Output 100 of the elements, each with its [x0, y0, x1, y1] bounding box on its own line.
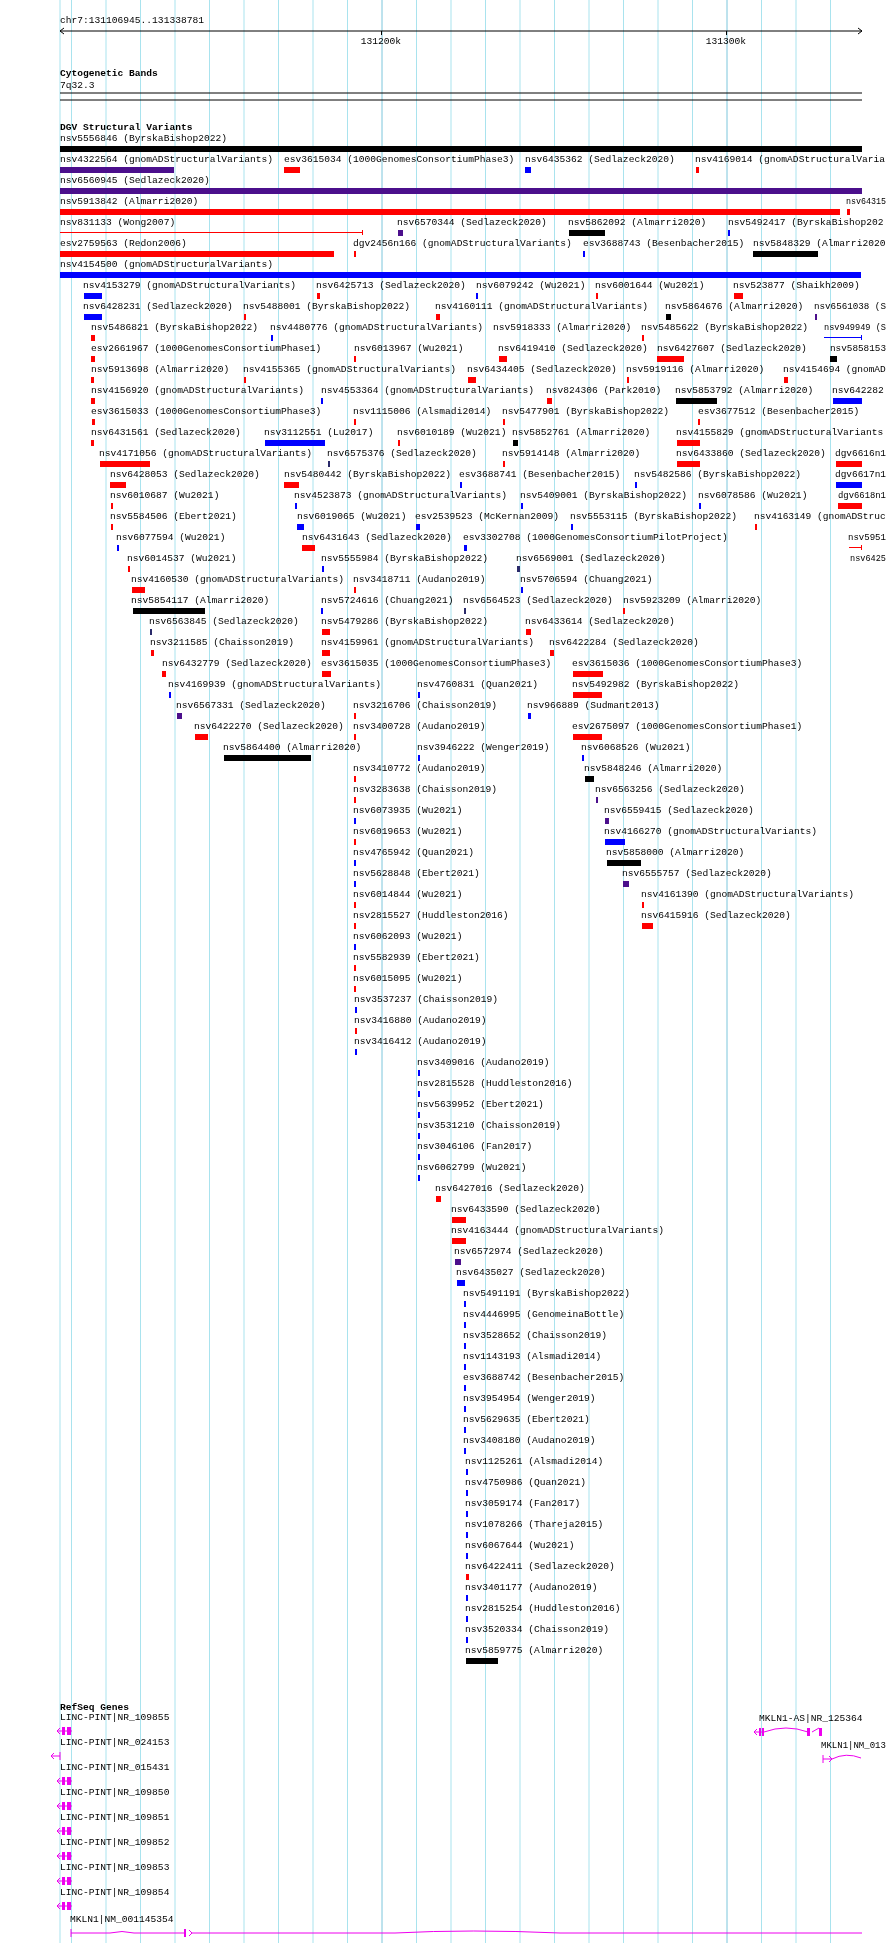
variant-label: nsv4154500 (gnomADStructuralVariants): [60, 259, 274, 271]
variant-label: nsv4553364 (gnomADStructuralVariants): [321, 385, 535, 397]
variant-label: nsv6569001 (Sedlazeck2020): [516, 553, 666, 565]
variant-label: nsv3537237 (Chaisson2019): [354, 994, 498, 1006]
variant-label: nsv6567331 (Sedlazeck2020): [176, 700, 326, 712]
variant-label: nsv2815254 (Huddleston2016): [465, 1603, 621, 1615]
variant-label: nsv5853792 (Almarri2020): [675, 385, 814, 397]
coordinate-label: 131300k: [705, 36, 747, 48]
variant-label: nsv5859775 (Almarri2020): [465, 1645, 604, 1657]
variant-label: dgv2456n166 (gnomADStructuralVariants): [353, 238, 572, 250]
variant-label: nsv1125261 (Alsmadi2014): [465, 1456, 604, 1468]
variant-label: nsv6561038 (S: [814, 301, 886, 313]
variant-label: nsv6432779 (Sedlazeck2020): [162, 658, 312, 670]
variant-label: nsv6570344 (Sedlazeck2020): [397, 217, 547, 229]
variant-label: nsv5724616 (Chuang2021): [321, 595, 454, 607]
variant-label: nsv5919116 (Almarri2020): [626, 364, 765, 376]
variant-label: nsv4160111 (gnomADStructuralVariants): [435, 301, 649, 313]
variant-label: nsv6428053 (Sedlazeck2020): [110, 469, 260, 481]
variant-label: nsv4760831 (Quan2021): [417, 679, 538, 691]
variant-label: nsv966889 (Sudmant2013): [527, 700, 660, 712]
gene-label: LINC-PINT|NR_109855: [60, 1712, 170, 1724]
variant-label: nsv6422284 (Sedlazeck2020): [549, 637, 699, 649]
variant-label: esv2759563 (Redon2006): [60, 238, 187, 250]
variant-label: nsv6431643 (Sedlazeck2020): [302, 532, 452, 544]
variant-label: nsv5553115 (ByrskaBishop2022): [570, 511, 737, 523]
band-label: 7q32.3: [60, 80, 95, 92]
variant-label: nsv5848329 (Almarri2020: [753, 238, 886, 250]
variant-label: nsv4480776 (gnomADStructuralVariants): [270, 322, 484, 334]
variant-label: nsv3946222 (Wenger2019): [417, 742, 550, 754]
variant-label: nsv6435027 (Sedlazeck2020): [456, 1267, 606, 1279]
variant-label: nsv4153279 (gnomADStructuralVariants): [83, 280, 297, 292]
variant-label: nsv5492982 (ByrskaBishop2022): [572, 679, 739, 691]
variant-label: nsv4322564 (gnomADStructuralVariants): [60, 154, 274, 166]
variant-label: nsv5584506 (Ebert2021): [110, 511, 237, 523]
variant-label: nsv3112551 (Lu2017): [264, 427, 374, 439]
variant-label: nsv6062799 (Wu2021): [417, 1162, 527, 1174]
variant-label: esv3302708 (1000GenomesConsortiumPilotProject): [463, 532, 728, 544]
variant-label: nsv4169939 (gnomADStructuralVariants): [168, 679, 382, 691]
variant-label: nsv4155365 (gnomADStructuralVariants): [243, 364, 457, 376]
variant-label: nsv3211585 (Chaisson2019): [150, 637, 294, 649]
variant-label: nsv4159961 (gnomADStructuralVariants): [321, 637, 535, 649]
variant-label: esv3615035 (1000GenomesConsortiumPhase3): [321, 658, 552, 670]
variant-label: nsv5923209 (Almarri2020): [623, 595, 762, 607]
variant-label: nsv6433590 (Sedlazeck2020): [451, 1204, 601, 1216]
variant-label: esv2675097 (1000GenomesConsortiumPhase1): [572, 721, 803, 733]
variant-label: nsv6001644 (Wu2021): [595, 280, 705, 292]
variant-label: nsv6555757 (Sedlazeck2020): [622, 868, 772, 880]
variant-label: nsv5486821 (ByrskaBishop2022): [91, 322, 258, 334]
variant-label: nsv5913698 (Almarri2020): [91, 364, 230, 376]
variant-label: nsv64315: [846, 196, 886, 208]
variant-label: nsv4750986 (Quan2021): [465, 1477, 586, 1489]
variant-label: nsv3216706 (Chaisson2019): [353, 700, 497, 712]
variant-label: nsv6010189 (Wu2021): [397, 427, 507, 439]
variant-label: nsv4765942 (Quan2021): [353, 847, 474, 859]
variant-label: nsv6422411 (Sedlazeck2020): [465, 1561, 615, 1573]
gene-label: LINC-PINT|NR_109851: [60, 1812, 170, 1824]
variant-label: nsv5858000 (Almarri2020): [606, 847, 745, 859]
track-heading: RefSeq Genes: [60, 1702, 130, 1713]
gene-label: LINC-PINT|NR_024153: [60, 1737, 170, 1749]
variant-label: nsv3528652 (Chaisson2019): [463, 1330, 607, 1342]
variant-label: nsv6078586 (Wu2021): [698, 490, 808, 502]
variant-label: nsv5477901 (ByrskaBishop2022): [502, 406, 669, 418]
variant-label: nsv6427016 (Sedlazeck2020): [435, 1183, 585, 1195]
variant-label: nsv6427607 (Sedlazeck2020): [657, 343, 807, 355]
variant-label: nsv6433614 (Sedlazeck2020): [525, 616, 675, 628]
variant-label: nsv642282: [832, 385, 884, 397]
variant-label: nsv5485622 (ByrskaBishop2022): [641, 322, 808, 334]
variant-label: nsv5706594 (Chuang2021): [520, 574, 653, 586]
variant-label: nsv5854117 (Almarri2020): [131, 595, 270, 607]
variant-label: nsv3416880 (Audano2019): [354, 1015, 487, 1027]
gene-label: MKLN1|NM_013: [821, 1740, 886, 1752]
gene-label: LINC-PINT|NR_109852: [60, 1837, 170, 1849]
variant-label: nsv6572974 (Sedlazeck2020): [454, 1246, 604, 1258]
variant-label: nsv6425713 (Sedlazeck2020): [316, 280, 466, 292]
variant-label: nsv3954954 (Wenger2019): [463, 1393, 596, 1405]
variant-label: dgv6617n1: [835, 469, 886, 481]
variant-label: esv3688742 (Besenbacher2015): [463, 1372, 625, 1384]
variant-label: nsv5852761 (Almarri2020): [512, 427, 651, 439]
variant-label: nsv5628848 (Ebert2021): [353, 868, 480, 880]
variant-label: esv3615033 (1000GenomesConsortiumPhase3): [91, 406, 322, 418]
variant-label: esv3615036 (1000GenomesConsortiumPhase3): [572, 658, 803, 670]
variant-label: nsv5951: [848, 532, 886, 544]
variant-label: nsv1115006 (Alsmadi2014): [353, 406, 492, 418]
variant-label: esv2539523 (McKernan2009): [415, 511, 559, 523]
variant-label: nsv3283638 (Chaisson2019): [353, 784, 497, 796]
variant-label: nsv3409016 (Audano2019): [417, 1057, 550, 1069]
variant-label: nsv5480442 (ByrskaBishop2022): [284, 469, 451, 481]
variant-label: nsv4160530 (gnomADStructuralVariants): [131, 574, 345, 586]
variant-label: nsv3531210 (Chaisson2019): [417, 1120, 561, 1132]
variant-label: nsv6067644 (Wu2021): [465, 1540, 575, 1552]
variant-label: nsv6073935 (Wu2021): [353, 805, 463, 817]
variant-label: esv3688741 (Besenbacher2015): [459, 469, 621, 481]
variant-label: nsv6425: [850, 553, 886, 565]
variant-label: nsv4169014 (gnomADStructuralVaria: [695, 154, 885, 166]
variant-label: dgv6618n1: [838, 490, 886, 502]
variant-label: nsv5582939 (Ebert2021): [353, 952, 480, 964]
variant-label: nsv1078266 (Thareja2015): [465, 1519, 604, 1531]
variant-label: nsv4163149 (gnomADStruc: [754, 511, 886, 523]
gene-label: LINC-PINT|NR_109850: [60, 1787, 170, 1799]
variant-label: nsv4154694 (gnomAD: [783, 364, 886, 376]
